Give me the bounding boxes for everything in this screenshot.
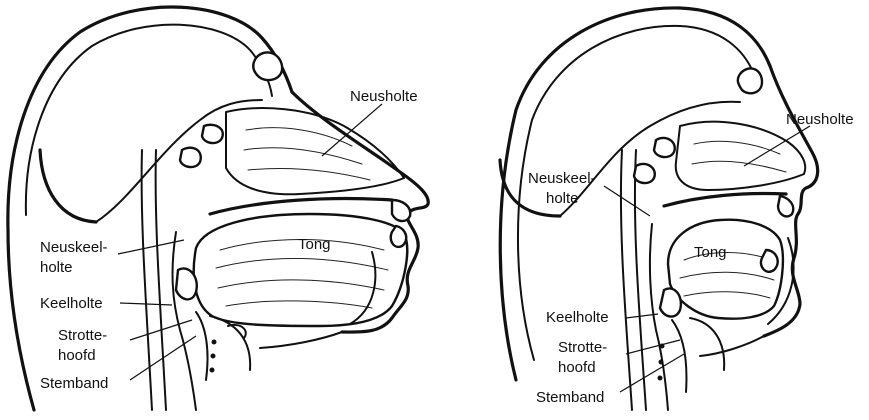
left-sphenoid-sinus-2 — [180, 148, 201, 167]
right-leader-neuskeel — [604, 186, 650, 216]
left-lower-teeth — [391, 226, 407, 247]
left-hard-palate — [210, 199, 392, 214]
right-spine — [621, 150, 632, 410]
right-label-strotte-2: hoofd — [558, 359, 596, 376]
right-label-neuskeel-2: holte — [546, 190, 579, 207]
right-leader-strotte — [626, 340, 680, 354]
right-nasal-cavity — [676, 122, 805, 190]
right-larynx — [672, 320, 686, 392]
left-label-keelholte: Keelholte — [40, 295, 103, 312]
left-leader-neusholte — [322, 104, 382, 156]
right-label-stemband: Stemband — [536, 389, 604, 406]
left-vertebra-dot-1 — [212, 340, 217, 345]
left-sphenoid-sinus-1 — [202, 125, 223, 143]
left-pharynx-wall — [173, 232, 196, 410]
right-sphenoid-sinus-2 — [634, 164, 655, 183]
right-label-keelholte: Keelholte — [546, 309, 609, 326]
left-label-neuskeel-2: holte — [40, 259, 73, 276]
right-pharynx-wall — [650, 224, 668, 410]
left-epiglottis — [176, 268, 197, 299]
right-label-neuskeel-1: Neuskeel- — [528, 170, 596, 187]
right-hard-palate — [664, 194, 786, 207]
left-vertebra-dot-3 — [210, 368, 215, 373]
right-frontal-sinus — [738, 68, 762, 93]
right-lower-teeth — [761, 250, 778, 272]
left-skull-inner — [26, 25, 272, 215]
left-neck-back — [8, 230, 34, 410]
right-head-figure — [500, 8, 818, 410]
left-nasal-conchae-3 — [248, 168, 370, 180]
right-leader-neusholte — [744, 126, 810, 166]
left-spine-2 — [156, 150, 166, 410]
right-vertebra-dot-2 — [659, 360, 664, 365]
right-spine-2 — [635, 150, 646, 410]
right-label-tong: Tong — [694, 244, 727, 261]
left-skull-outline — [8, 7, 292, 230]
left-label-tong: Tong — [298, 236, 331, 253]
left-occipital-curl — [40, 150, 96, 222]
left-throat-front — [260, 332, 342, 348]
left-label-neuskeel-1: Neuskeel- — [40, 239, 108, 256]
right-nasal-conchae-2 — [692, 161, 786, 172]
left-label-neusholte: Neusholte — [350, 88, 418, 105]
right-sphenoid-sinus-1 — [654, 138, 675, 157]
right-epiglottis — [660, 288, 681, 316]
left-vertebra-dot-2 — [211, 354, 216, 359]
left-larynx — [196, 312, 208, 380]
left-brain-floor — [96, 100, 262, 222]
left-label-strotte-2: hoofd — [58, 347, 96, 364]
left-upper-teeth — [392, 200, 410, 221]
right-trachea — [690, 318, 724, 370]
right-label-neusholte: Neusholte — [786, 111, 854, 128]
left-label-strotte-1: Strotte- — [58, 327, 107, 344]
left-frontal-sinus — [253, 52, 282, 80]
right-upper-teeth — [778, 196, 793, 216]
left-label-stemband: Stemband — [40, 375, 108, 392]
right-occipital-curl — [500, 160, 560, 216]
left-nasal-conchae-2 — [244, 148, 362, 164]
right-brain-floor — [560, 102, 740, 216]
left-nasal-cavity — [226, 108, 404, 194]
right-label-strotte-1: Strotte- — [558, 339, 607, 356]
right-vertebra-dot-3 — [658, 376, 663, 381]
right-throat-front — [700, 336, 764, 356]
